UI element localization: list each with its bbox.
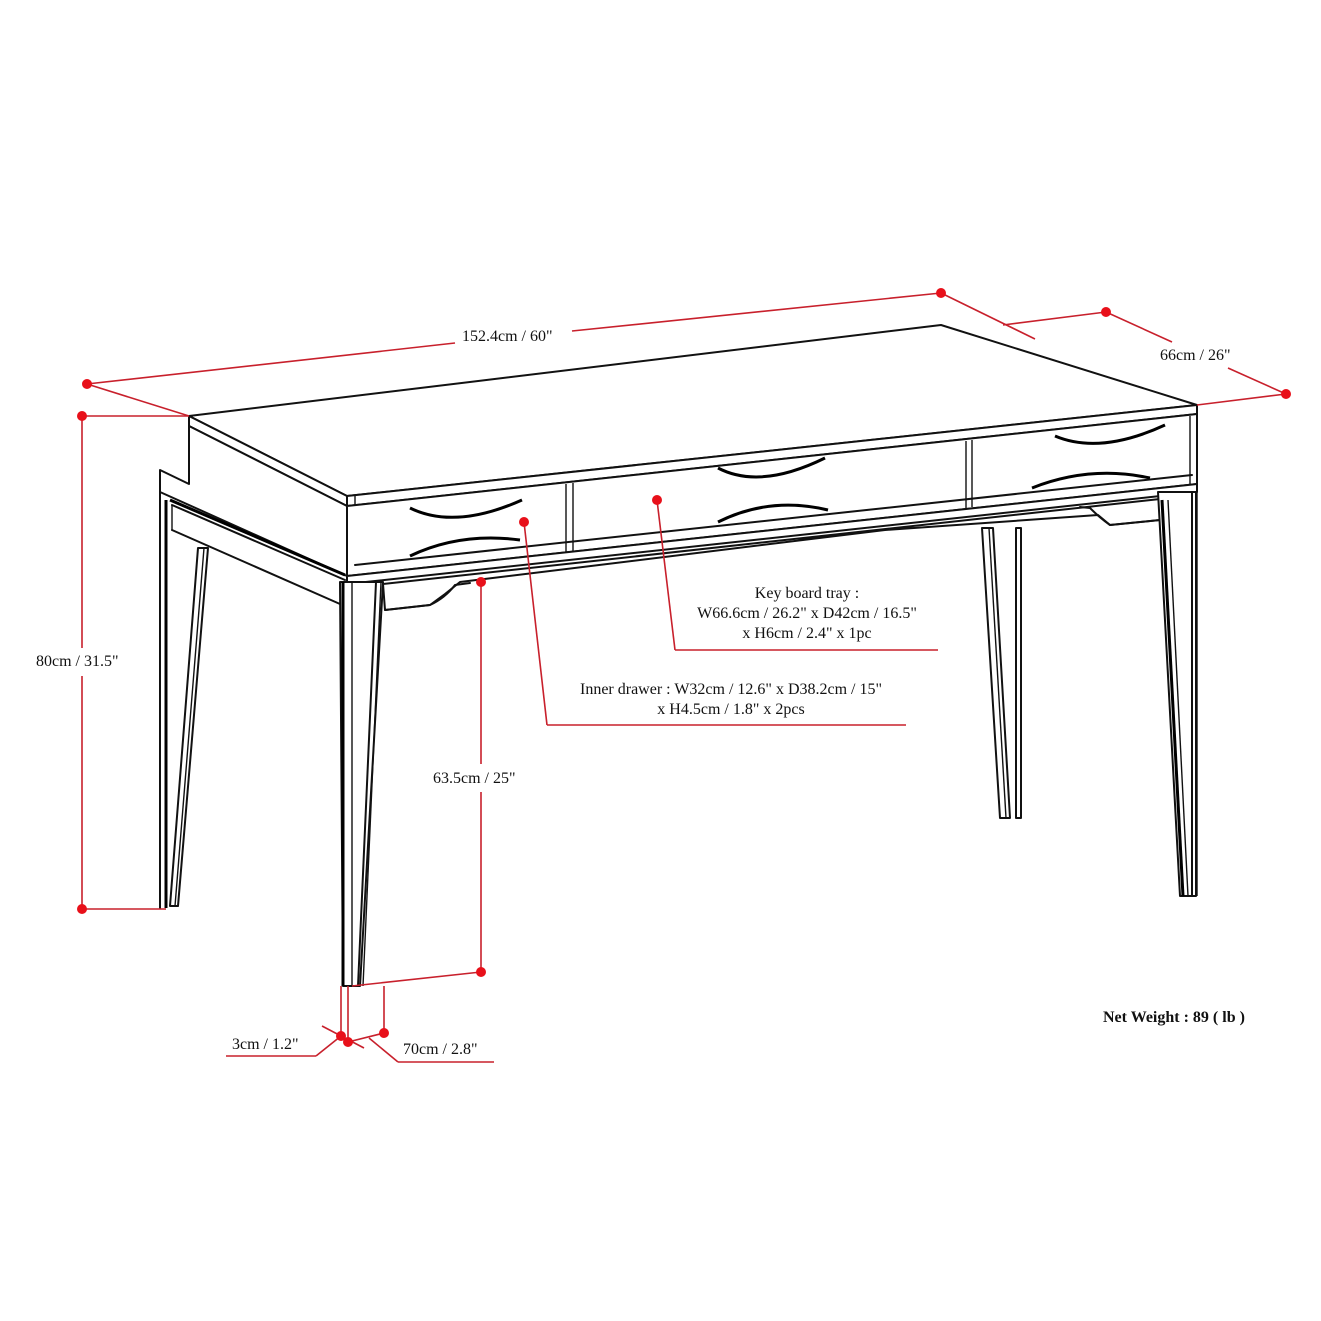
drawer-dividers xyxy=(565,416,1191,552)
leg-width-dimension-line xyxy=(226,1031,353,1057)
leg-extension-lines xyxy=(321,986,385,1049)
height-label: 80cm / 31.5" xyxy=(36,653,119,670)
back-left-leg xyxy=(169,547,209,907)
drawer-handles xyxy=(409,423,1166,558)
width-end-marker xyxy=(936,288,946,298)
width-start-marker xyxy=(82,379,92,389)
right-drawer-bottom-handle xyxy=(1031,471,1151,490)
width-label: 152.4cm / 60" xyxy=(462,328,553,345)
keyboard-tray-title: Key board tray : xyxy=(754,585,860,602)
keyboard-tray-marker xyxy=(652,495,662,505)
keyboard-tray-size-wd: W66.6cm / 26.2" x D42cm / 16.5" xyxy=(697,605,917,622)
depth-start-marker xyxy=(1101,307,1111,317)
back-right-leg xyxy=(981,527,1022,819)
leg-width-marker-b xyxy=(343,1037,353,1047)
leg-width-marker-a xyxy=(336,1031,346,1041)
keyboard-tray-size-h: x H6cm / 2.4" x 1pc xyxy=(742,625,872,642)
right-drawer-top-handle xyxy=(1054,423,1166,445)
desk-illustration xyxy=(159,324,1198,987)
keyboard-tray-leader xyxy=(652,495,938,651)
inner-drawer-title-size: Inner drawer : W32cm / 12.6" x D38.2cm /… xyxy=(579,681,883,698)
dimension-lines xyxy=(77,288,1291,1063)
leg-depth-marker xyxy=(379,1028,389,1038)
front-right-leg xyxy=(1157,491,1198,897)
middle-drawer-bottom-handle xyxy=(717,503,829,524)
left-drawer-bottom-handle xyxy=(409,536,521,558)
knee-clearance-top-marker xyxy=(476,577,486,587)
height-bottom-marker xyxy=(77,904,87,914)
inner-drawer-marker xyxy=(519,517,529,527)
width-dimension-line xyxy=(82,288,1036,417)
inner-drawer-callout: Inner drawer : W32cm / 12.6" x D38.2cm /… xyxy=(545,680,917,720)
inner-drawer-size-h: x H4.5cm / 1.8" x 2pcs xyxy=(657,701,805,718)
front-left-leg xyxy=(339,581,384,987)
depth-dimension-line xyxy=(1002,307,1291,406)
height-top-marker xyxy=(77,411,87,421)
depth-label: 66cm / 26" xyxy=(1160,347,1231,364)
knee-clearance-bottom-marker xyxy=(476,967,486,977)
leg-width-label: 3cm / 1.2" xyxy=(232,1036,299,1053)
keyboard-tray-callout: Key board tray : W66.6cm / 26.2" x D42cm… xyxy=(676,584,938,644)
height-dimension-line xyxy=(77,411,189,914)
knee-clearance-dimension-line xyxy=(351,577,486,987)
net-weight-label: Net Weight : 89 ( lb ) xyxy=(1103,1009,1245,1026)
middle-drawer-top-handle xyxy=(717,456,826,479)
leg-depth-label: 70cm / 2.8" xyxy=(403,1041,478,1058)
leg-depth-dimension-line xyxy=(368,1028,494,1063)
depth-end-marker xyxy=(1281,389,1291,399)
inner-drawer-leader xyxy=(519,517,906,726)
knee-clearance-label: 63.5cm / 25" xyxy=(433,770,516,787)
left-drawer-top-handle xyxy=(409,498,523,519)
